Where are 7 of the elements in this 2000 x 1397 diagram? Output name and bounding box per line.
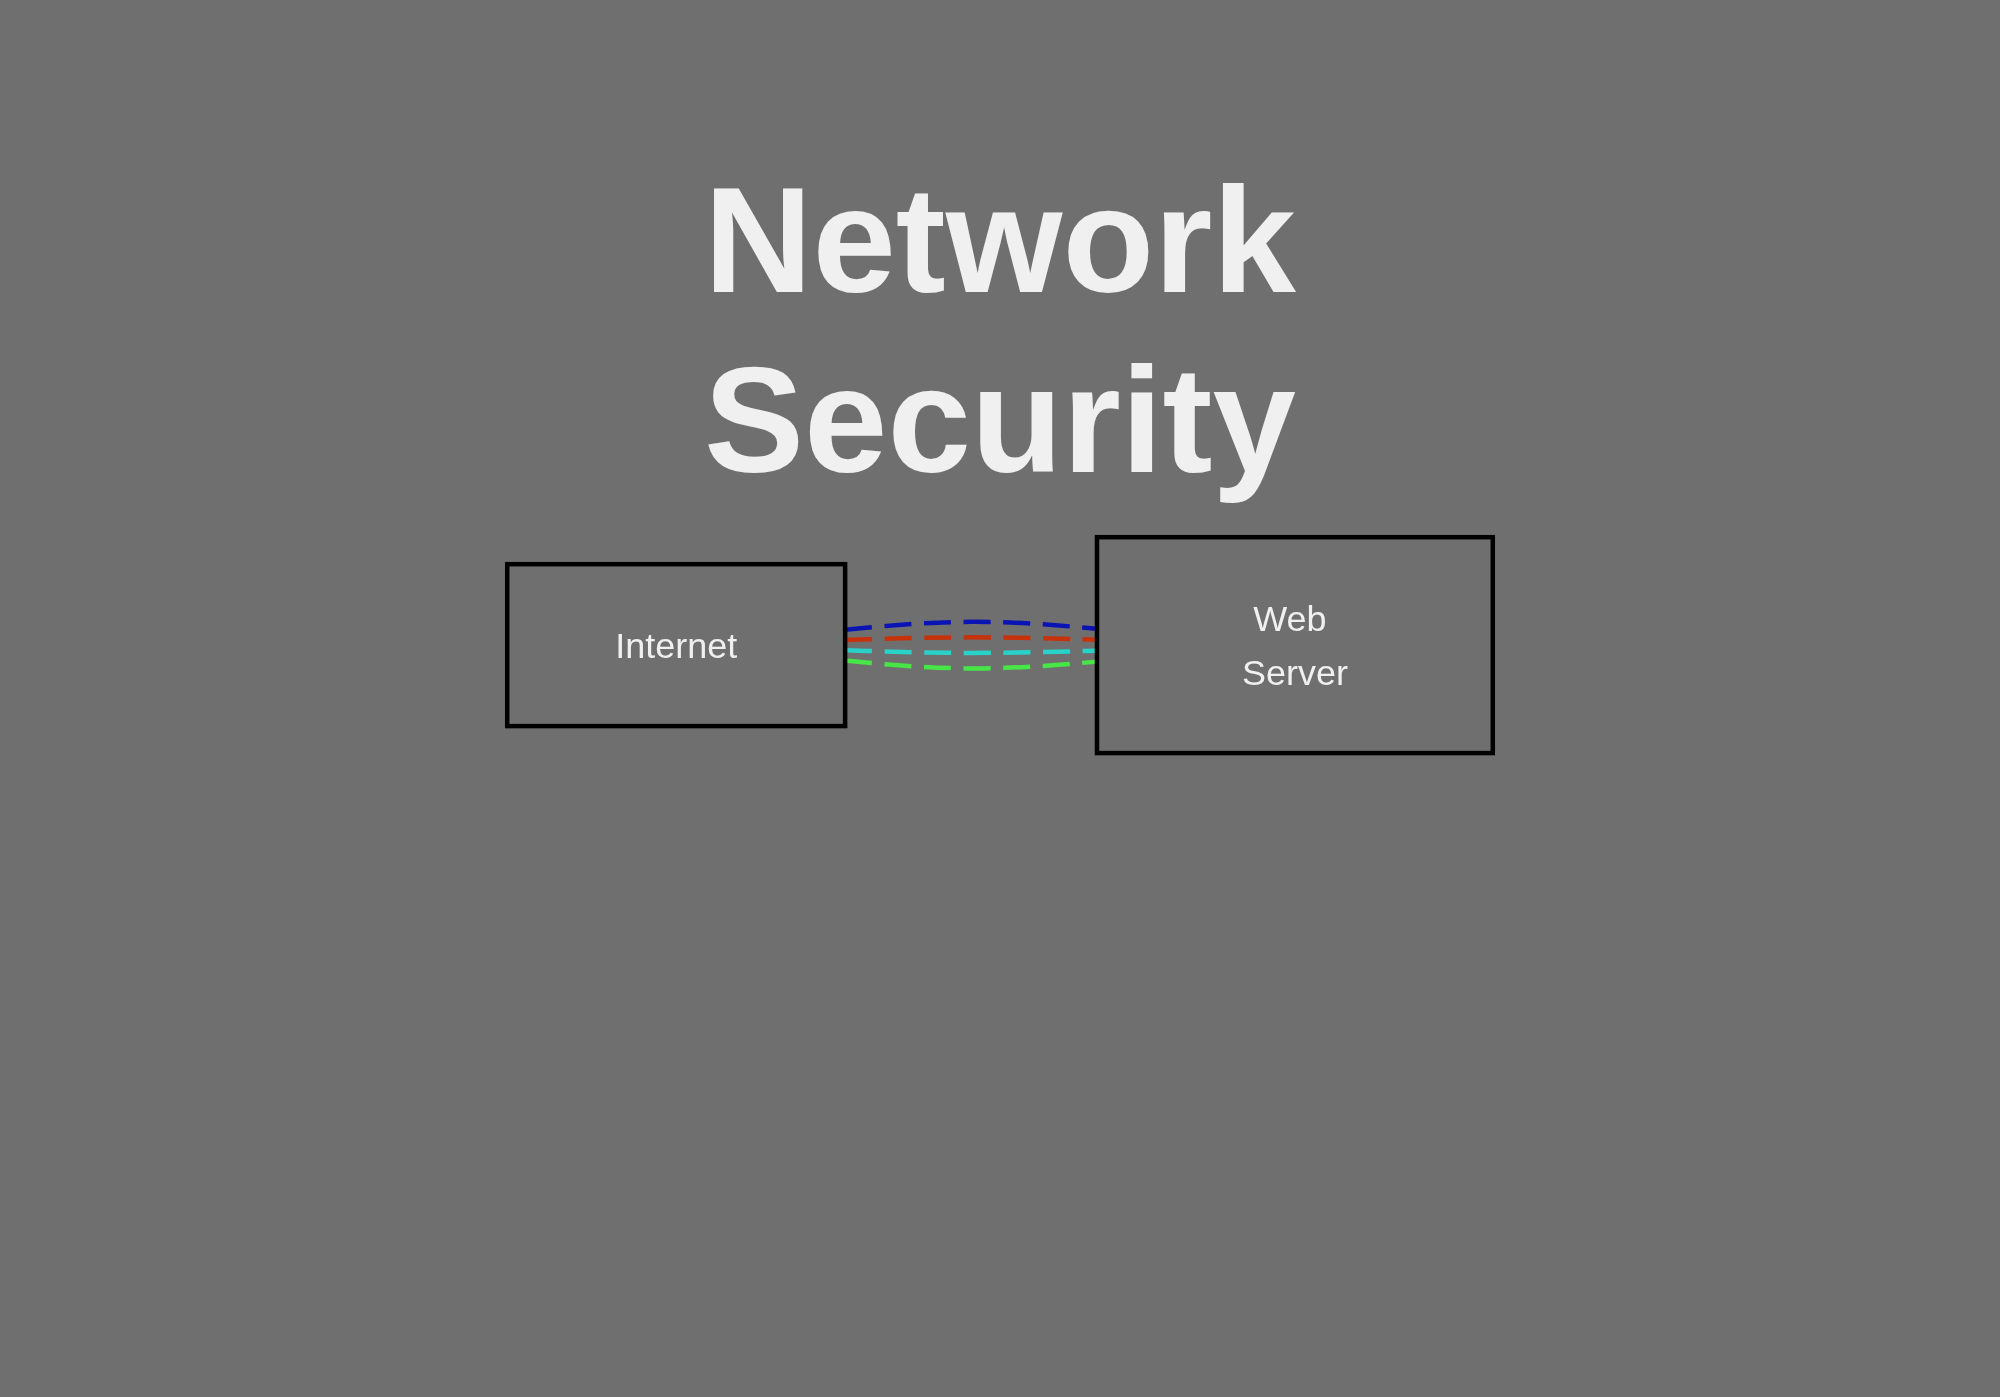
connector: [844, 658, 1098, 671]
connector: [845, 635, 1098, 643]
connector: [844, 619, 1098, 632]
node-box: Internet: [504, 561, 848, 729]
connector: [845, 648, 1098, 656]
title: Network Security: [703, 155, 1297, 506]
node-box: Web Server: [1094, 534, 1496, 756]
